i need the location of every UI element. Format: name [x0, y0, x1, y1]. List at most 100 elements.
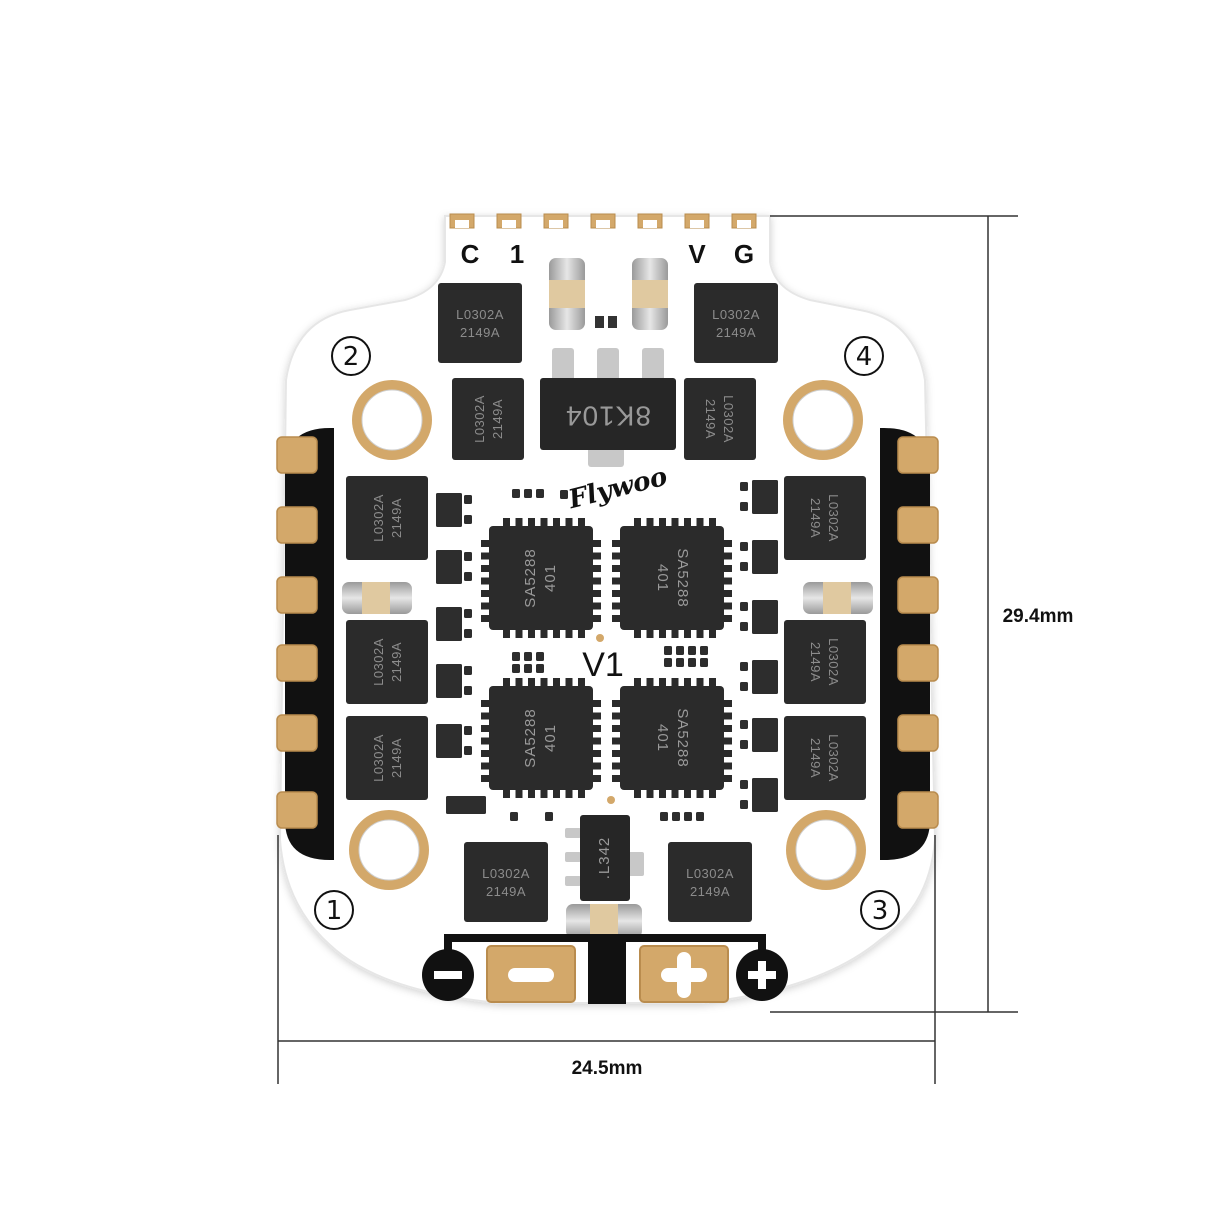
smd-part: [436, 550, 462, 584]
left-motor-pad: [276, 714, 318, 752]
svg-text:L0302A: L0302A: [371, 494, 386, 542]
svg-text:L0302A: L0302A: [371, 734, 386, 782]
smd-part: [752, 778, 778, 812]
smd-part: [464, 686, 472, 695]
smd-part: [524, 652, 532, 661]
width-dimension: [277, 835, 936, 1084]
height-dimension: [770, 215, 1018, 1013]
pin-label-1: 1: [510, 239, 524, 269]
svg-text:401: 401: [654, 564, 671, 592]
smd-part: [740, 482, 748, 491]
smd-part: [464, 629, 472, 638]
smd-part: [684, 812, 692, 821]
smd-part: [512, 652, 520, 661]
svg-text:401: 401: [542, 564, 559, 592]
svg-text:2149A: 2149A: [490, 399, 505, 439]
right-motor-pad: [897, 791, 939, 829]
smd-part: [464, 495, 472, 504]
svg-text:2149A: 2149A: [486, 884, 526, 899]
smd-part: [664, 646, 672, 655]
smd-part: [464, 515, 472, 524]
svg-text:2149A: 2149A: [389, 642, 404, 682]
smd-part: [696, 812, 704, 821]
smd-part: [660, 812, 668, 821]
smd-part: [464, 726, 472, 735]
smd-part: [464, 572, 472, 581]
passive-components: [436, 480, 778, 821]
svg-text:L0302A: L0302A: [826, 638, 841, 686]
smd-part: [560, 490, 568, 499]
smd-part: [740, 720, 748, 729]
smd-part: [740, 662, 748, 671]
svg-text:2149A: 2149A: [690, 884, 730, 899]
svg-text:2149A: 2149A: [716, 325, 756, 340]
svg-text:2149A: 2149A: [460, 325, 500, 340]
svg-text:L0302A: L0302A: [712, 307, 760, 322]
mount-hole-4: [783, 380, 863, 460]
top-pad: [543, 213, 569, 229]
smd-part: [672, 812, 680, 821]
pin-label-v: V: [688, 239, 706, 269]
svg-text:SA5288: SA5288: [522, 708, 539, 767]
battery-negative-pad: [486, 945, 576, 1003]
smd-part: [464, 666, 472, 675]
smd-part: [524, 664, 532, 673]
smd-part: [512, 489, 520, 498]
svg-text:L0302A: L0302A: [371, 638, 386, 686]
right-motor-pad: [897, 576, 939, 614]
pin-label-g: G: [734, 239, 754, 269]
top-pad: [637, 213, 663, 229]
smd-part: [436, 664, 462, 698]
height-dimension-label: 29.4mm: [1003, 606, 1074, 627]
smd-part: [664, 658, 672, 667]
battery-positive-pad: [639, 945, 729, 1003]
svg-text:SA5288: SA5288: [674, 548, 691, 607]
smd-part: [446, 796, 486, 814]
left-capacitor: [342, 582, 412, 614]
width-dimension-label: 24.5mm: [572, 1058, 643, 1079]
right-motor-pad: [897, 644, 939, 682]
mosfet-chip: L0302A 2149A: [694, 283, 778, 363]
left-motor-pad: [276, 791, 318, 829]
right-capacitor: [803, 582, 873, 614]
svg-text:L0302A: L0302A: [721, 395, 736, 443]
svg-text:L0302A: L0302A: [826, 734, 841, 782]
left-motor-pad: [276, 576, 318, 614]
smd-part: [740, 622, 748, 631]
smd-part: [752, 718, 778, 752]
right-motor-pad: [897, 506, 939, 544]
mount-hole-2: [352, 380, 432, 460]
smd-part: [676, 646, 684, 655]
smd-part: [700, 658, 708, 667]
top-pad: [731, 213, 757, 229]
svg-text:SA5288: SA5288: [522, 548, 539, 607]
svg-text:2149A: 2149A: [808, 498, 823, 538]
negative-symbol-icon: [422, 949, 474, 1001]
smd-part: [536, 489, 544, 498]
left-motor-pad: [276, 436, 318, 474]
top-pad: [684, 213, 710, 229]
regulator-label: 8K104: [565, 401, 651, 432]
smd-part: [740, 800, 748, 809]
smd-part: [688, 658, 696, 667]
smd-part: [436, 724, 462, 758]
ldo-chip: .L342: [565, 815, 644, 901]
svg-text:2149A: 2149A: [389, 738, 404, 778]
mount-hole-1: [349, 810, 429, 890]
right-motor-pad: [897, 436, 939, 474]
right-motor-pad: [897, 714, 939, 752]
